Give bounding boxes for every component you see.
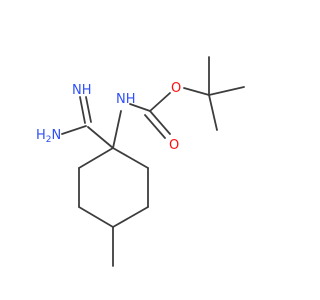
bond-nh-carbonyl [129, 103, 151, 112]
bond-ring-c1-c2 [112, 147, 149, 169]
atom-carbonyl-o: O [169, 138, 179, 153]
bond-c1-nh [112, 110, 122, 149]
atom-ester-o: O [171, 81, 181, 96]
atom-imine-nh: NH [72, 83, 92, 98]
bond-amidine-c-nh2 [61, 125, 87, 135]
bonds [61, 56, 245, 267]
molecule-canvas: NH H2N NH O O [36, 56, 245, 267]
bond-amidine-c-n-double-b [85, 96, 92, 123]
atom-labels: NH H2N NH O O [36, 81, 181, 153]
bond-carbonyl-c-o-double-b [144, 114, 166, 139]
bond-c1-amidine [87, 126, 114, 149]
bond-ester-o-tbu [183, 87, 210, 96]
bond-ring-c3-c4 [112, 206, 149, 228]
bond-carbonyl-ester-o [149, 92, 171, 112]
bond-amidine-c-n-double-a [79, 96, 86, 124]
bond-ring-c4-c5 [78, 206, 114, 228]
atom-amine-h2n: H2N [36, 128, 61, 145]
structure-diagram: NH H2N NH O O [36, 56, 245, 267]
bond-carbonyl-c-o-double-a [149, 110, 171, 135]
atom-carbamate-nh: NH [116, 92, 136, 107]
bond-tbu-methyl-down [208, 94, 218, 131]
bond-tbu-methyl-right [208, 86, 245, 96]
bond-ring-c6-c1 [78, 147, 114, 169]
